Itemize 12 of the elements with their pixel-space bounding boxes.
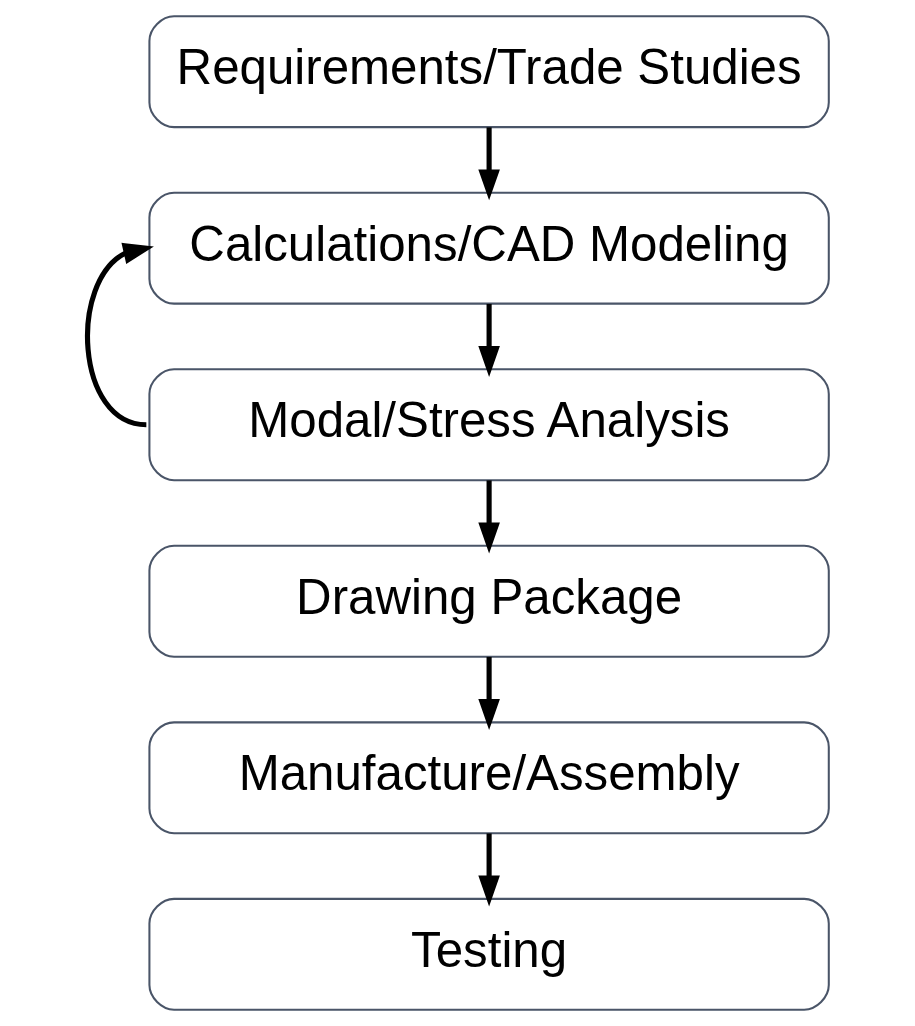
- arrow: [477, 480, 500, 554]
- node-box: Modal/Stress Analysis: [147, 368, 830, 482]
- arrow: [84, 242, 154, 428]
- node-box: Testing: [147, 897, 830, 1011]
- node-box: Drawing Package: [147, 544, 830, 658]
- node-box: Calculations/CAD Modeling: [147, 191, 830, 305]
- node-box: Manufacture/Assembly: [147, 721, 830, 835]
- node-box: Requirements/Trade Studies: [147, 15, 830, 129]
- arrow: [477, 656, 500, 730]
- arrow: [477, 127, 500, 201]
- arrow: [477, 303, 500, 377]
- arrow: [477, 833, 500, 907]
